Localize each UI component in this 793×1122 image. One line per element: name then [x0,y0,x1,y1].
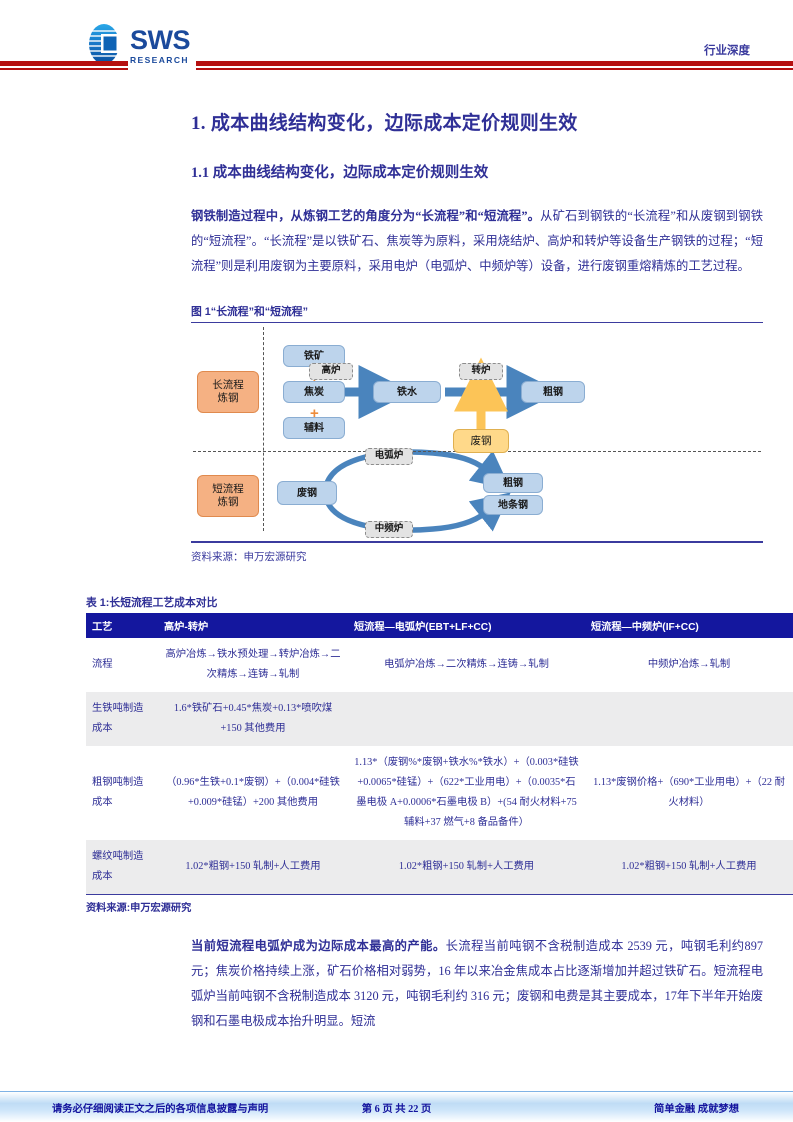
table-bottom-rule [86,893,793,895]
figure-bottom-rule [191,541,763,543]
intro-lead-text: 钢铁制造过程中，从炼钢工艺的角度分为“长流程”和“短流程”。 [191,209,541,223]
diagram-node-hot-metal-label: 铁水 [397,386,417,398]
diagram-node-rebar-steel-label: 地条钢 [498,499,528,511]
diagram-node-crude-steel-cycle-label: 粗钢 [503,477,523,489]
diagram-node-long-process-label: 长流程 炼钢 [212,380,244,405]
table-header-row: 工艺 高炉-转炉 短流程—电弧炉(EBT+LF+CC) 短流程—中频炉(IF+C… [86,612,793,638]
closing-body-text: 长流程当前吨钢不含税制造成本 2539 元，吨钢毛利约897元；焦炭价格持续上涨… [191,938,763,1028]
table-cell-if: 中频炉冶炼→轧制 [647,658,731,670]
table-row: 螺纹吨制造成本 1.02*粗钢+150 轧制+人工费用 1.02*粗钢+150 … [86,839,793,894]
diagram-node-crude-steel-label: 粗钢 [543,386,563,398]
diagram-node-short-process-label: 短流程 炼钢 [212,484,244,509]
diagram-node-crude-steel-cycle: 粗钢 [483,473,543,494]
header-rule-right-gap [196,66,793,68]
diagram-node-flux-label: 辅料 [304,422,324,434]
sws-globe-svg [89,24,119,64]
cost-table-block: 表 1:长短流程工艺成本对比 工艺 高炉-转炉 短流程—电弧炉(EBT+LF+C… [86,594,793,914]
diagram-vertical-divider [263,327,264,532]
footer-slogan: 简单金融 成就梦想 [654,1103,739,1115]
diagram-tag-blast-furnace-label: 高炉 [321,366,341,377]
header-rule-left-gap [0,66,128,68]
diagram-tag-eaf-label: 电弧炉 [374,451,404,462]
table-cell-if: 1.13*废钢价格+（690*工业用电）+（22 耐火材料） [593,776,785,808]
table-row: 粗钢吨制造成本 （0.96*生铁+0.1*废钢）+（0.004*硅铁+0.009… [86,746,793,840]
diagram-node-scrap-cycle: 废钢 [277,481,337,506]
diagram-node-scrap-cycle-label: 废钢 [297,487,317,499]
figure-source: 资料来源：申万宏源研究 [191,551,307,563]
footer-rule [0,1090,793,1092]
diagram-node-crude-steel: 粗钢 [521,381,585,404]
diagram-node-scrap-top: 废钢 [453,429,509,454]
sws-globe-icon [83,22,125,66]
page-footer: 请务必仔细阅读正文之后的各项信息披露与声明 第 6 页 共 22 页 简单金融 … [0,1090,793,1122]
table-cell-bf-bof: 1.02*粗钢+150 轧制+人工费用 [158,839,348,894]
section-subtitle: 1.1 成本曲线结构变化，边际成本定价规则生效 [191,165,489,181]
footer-bar: 请务必仔细阅读正文之后的各项信息披露与声明 第 6 页 共 22 页 简单金融 … [0,1092,793,1122]
footer-page-indicator: 第 6 页 共 22 页 [361,1103,432,1115]
diagram-node-flux: 辅料 [283,417,345,440]
figure-top-rule [191,322,763,324]
process-diagram: 长流程 炼钢 铁矿 + 焦炭 + 辅料 高炉 铁水 [191,323,763,541]
figure-title: 图 1“长流程”和“短流程” [191,306,308,318]
page-content: 1. 成本曲线结构变化，边际成本定价规则生效 1.1 成本曲线结构变化，边际成本… [0,108,793,1034]
table-cell-bf-bof: 1.6*铁矿石+0.45*焦炭+0.13*喷吹煤+150 其他费用 [158,691,348,746]
footer-disclaimer: 请务必仔细阅读正文之后的各项信息披露与声明 [52,1103,269,1115]
logo-primary-text: SWS [130,24,191,55]
diagram-tag-converter: 转炉 [459,363,503,381]
header-rule-right-thick [196,61,793,66]
diagram-tag-eaf: 电弧炉 [365,448,413,466]
table-cell-if: 1.02*粗钢+150 轧制+人工费用 [585,839,793,894]
diagram-node-short-process: 短流程 炼钢 [197,475,259,518]
table-row: 生铁吨制造成本 1.6*铁矿石+0.45*焦炭+0.13*喷吹煤+150 其他费… [86,691,793,746]
header-rule-left-thick [0,61,128,66]
intro-body-text: 从矿石到钢铁的“长流程”和从废钢到钢铁的“短流程”。“长流程”是以铁矿石、焦炭等… [191,209,763,273]
table-col-if: 短流程—中频炉(IF+CC) [585,612,793,638]
table-row-label: 生铁吨制造成本 [86,691,158,746]
diagram-node-coke-label: 焦炭 [304,386,324,398]
table-title: 表 1:长短流程工艺成本对比 [86,596,218,609]
table-cell-eaf: 1.02*粗钢+150 轧制+人工费用 [348,839,585,894]
table-cell-eaf: 电弧炉冶炼→二次精炼→连铸→轧制 [384,658,549,670]
header-rule-right [196,61,793,70]
page-header: SWS RESEARCH 行业深度 [0,0,793,86]
table-col-eaf: 短流程—电弧炉(EBT+LF+CC) [348,612,585,638]
closing-paragraph: 当前短流程电弧炉成为边际成本最高的产能。长流程当前吨钢不含税制造成本 2539 … [191,934,763,1034]
table-cell-eaf [348,691,585,746]
intro-paragraph: 钢铁制造过程中，从炼钢工艺的角度分为“长流程”和“短流程”。从矿石到钢铁的“长流… [191,204,763,279]
plus-icon-2: + [310,405,319,423]
table-row-label: 流程 [92,658,113,670]
diagram-node-rebar-steel: 地条钢 [483,495,543,516]
diagram-tag-induction-furnace-label: 中频炉 [374,524,404,535]
table-row: 流程 高炉冶炼→铁水预处理→转炉冶炼→二次精炼→连铸→轧制 电弧炉冶炼→二次精炼… [86,638,793,692]
table-cell-if [585,691,793,746]
header-rule-right-thin [196,68,793,70]
header-rule-left-thin [0,68,128,70]
diagram-node-iron-ore-label: 铁矿 [304,350,324,362]
table-cell-bf-bof: 高炉冶炼→铁水预处理→转炉冶炼→二次精炼→连铸→轧制 [165,648,341,680]
diagram-tag-induction-furnace: 中频炉 [365,521,413,539]
table-row-label: 粗钢吨制造成本 [92,776,144,808]
table-col-process: 工艺 [86,612,158,638]
logo-secondary-text: RESEARCH [130,54,189,65]
diagram-node-scrap-top-label: 废钢 [470,435,492,447]
diagram-tag-converter-label: 转炉 [471,366,491,377]
table-row-label: 螺纹吨制造成本 [86,839,158,894]
table-cell-eaf: 1.13*（废钢%*废钢+铁水%*铁水）+（0.003*硅铁+0.0065*硅锰… [354,756,579,828]
table-source: 资料来源:申万宏源研究 [86,902,192,914]
diagram-node-long-process: 长流程 炼钢 [197,371,259,414]
table-col-bf-bof: 高炉-转炉 [158,612,348,638]
table-cell-bf-bof: （0.96*生铁+0.1*废钢）+（0.004*硅铁+0.009*硅锰）+200… [166,776,340,808]
sws-research-logo: SWS RESEARCH [83,22,191,66]
diagram-tag-blast-furnace: 高炉 [309,363,353,381]
header-section-label: 行业深度 [704,45,750,57]
figure-exhibit: 图 1“长流程”和“短流程” [191,303,763,564]
diagram-node-coke: 焦炭 [283,381,345,404]
diagram-node-hot-metal: 铁水 [373,381,441,404]
page-title: 1. 成本曲线结构变化，边际成本定价规则生效 [191,113,578,134]
header-rule-left [0,61,128,70]
closing-lead-text: 当前短流程电弧炉成为边际成本最高的产能。 [191,938,446,953]
cost-comparison-table: 工艺 高炉-转炉 短流程—电弧炉(EBT+LF+CC) 短流程—中频炉(IF+C… [86,612,793,894]
